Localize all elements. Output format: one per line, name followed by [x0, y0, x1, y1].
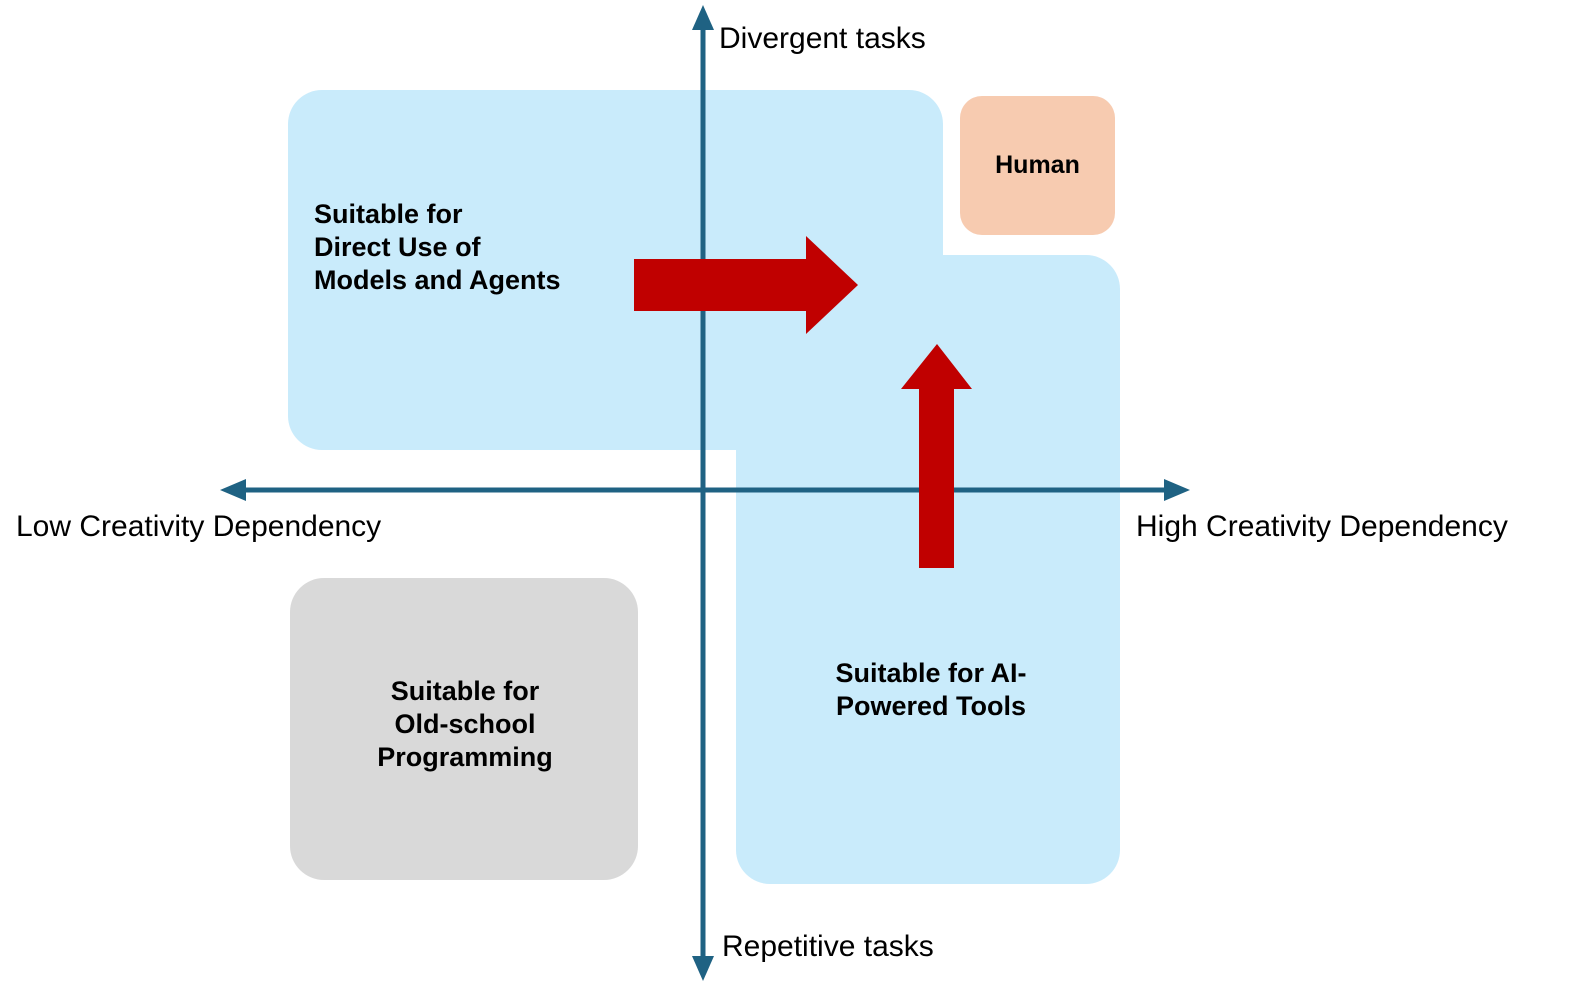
y-axis-arrowhead-up-icon	[692, 5, 714, 30]
x-axis-arrowhead-right-icon	[1164, 479, 1190, 501]
quadrant-box-human	[960, 96, 1115, 235]
quadrant-label-human: Human	[995, 151, 1080, 179]
quadrant-box-old-school	[290, 578, 638, 880]
y-axis-bottom-caption: Repetitive tasks	[722, 930, 934, 963]
vertical-trend-arrow-icon	[901, 344, 972, 568]
x-axis-arrowhead-left-icon	[220, 479, 246, 501]
quadrant-label-old-school: Suitable for Old-school Programming	[377, 676, 553, 772]
x-axis-left-caption: Low Creativity Dependency	[16, 510, 382, 543]
y-axis-arrowhead-down-icon	[692, 956, 714, 981]
x-axis-right-caption: High Creativity Dependency	[1136, 510, 1508, 543]
y-axis-top-caption: Divergent tasks	[719, 22, 926, 55]
quadrant-label-direct-use: Suitable for Direct Use of Models and Ag…	[314, 199, 561, 295]
horizontal-trend-arrow-icon	[634, 236, 858, 334]
quadrant-label-ai-tools: Suitable for AI- Powered Tools	[835, 658, 1027, 721]
